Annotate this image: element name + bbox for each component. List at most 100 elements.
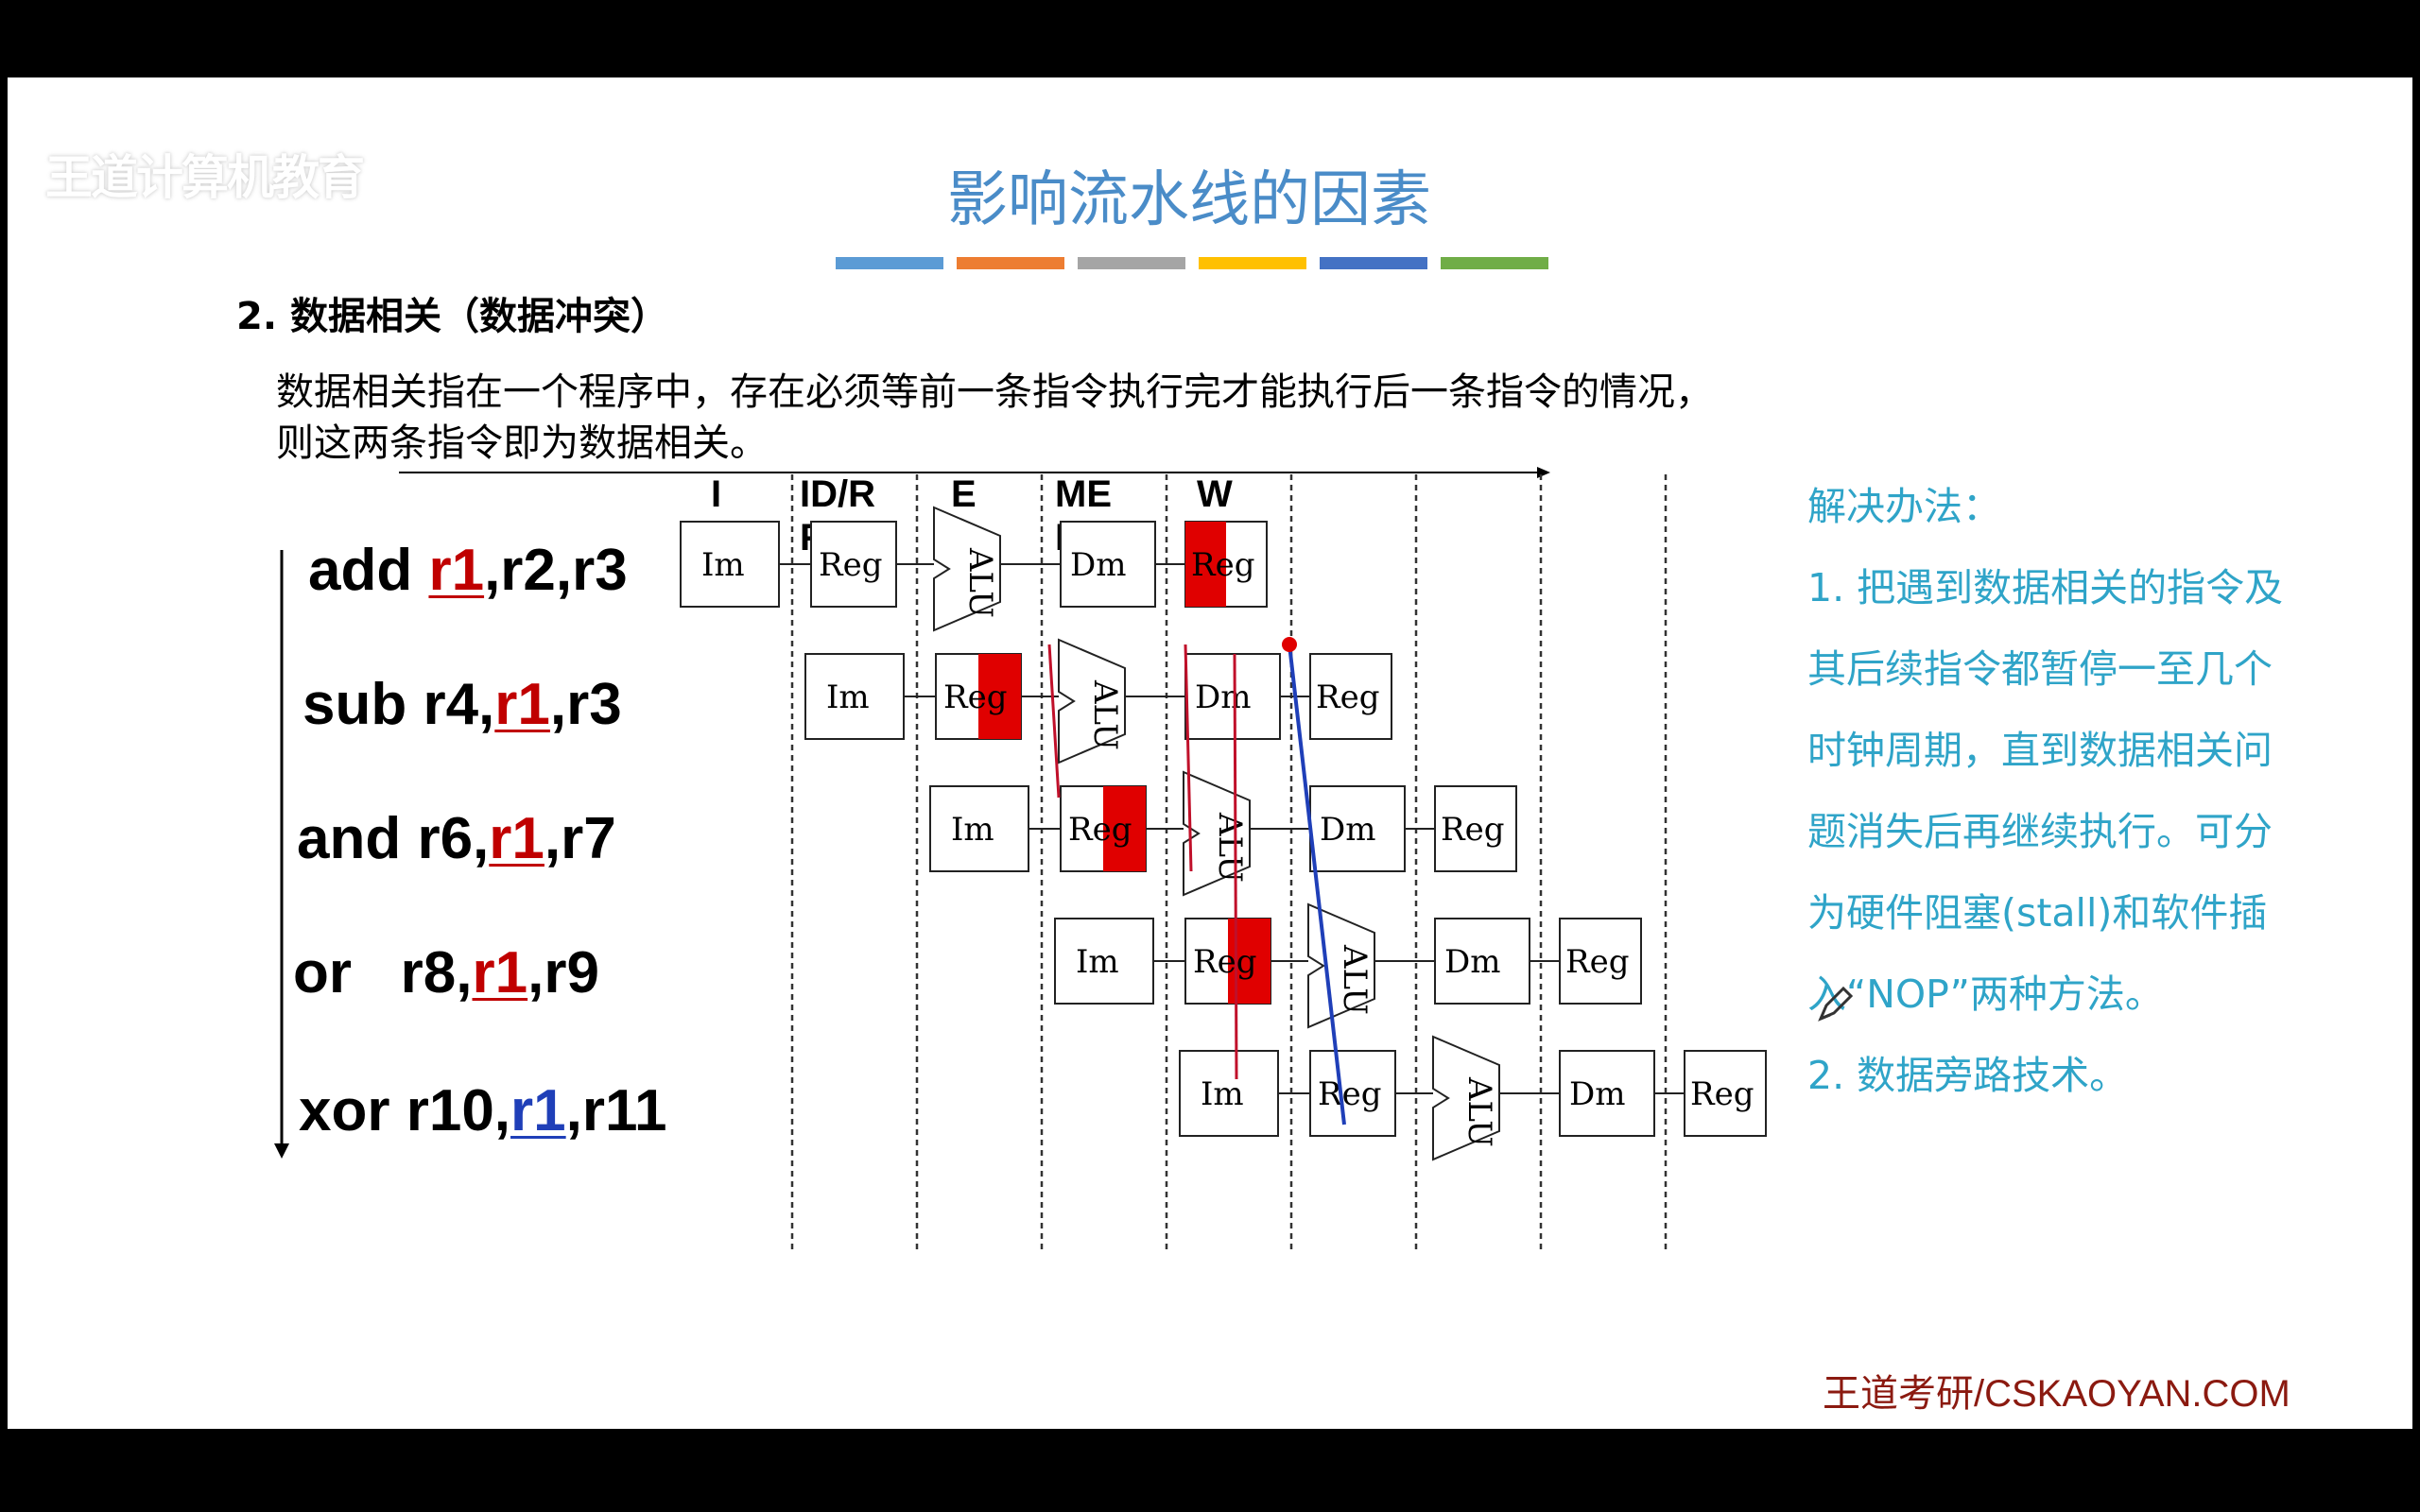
- reg-read-hazard-half: [1103, 786, 1146, 871]
- reg-write-box: [1559, 918, 1642, 1005]
- alu-unit: [933, 506, 1001, 632]
- alu-unit: [1058, 638, 1126, 765]
- title-stripe: [1078, 257, 1185, 269]
- instruction-op: add: [308, 538, 429, 603]
- dm-box: [1559, 1050, 1655, 1137]
- title-stripe: [1320, 257, 1427, 269]
- hazard-register: r1: [510, 1078, 566, 1143]
- instruction-operands: ,r9: [527, 940, 599, 1005]
- reg-label: Reg: [1193, 943, 1257, 981]
- reg-read-box: [810, 521, 897, 608]
- reg-write-hazard-half: [1185, 522, 1226, 607]
- reg-label: Reg: [819, 546, 883, 584]
- section-heading: 2. 数据相关（数据冲突）: [236, 295, 668, 338]
- reg-label: Reg: [1565, 943, 1630, 981]
- title-stripe: [836, 257, 943, 269]
- instruction-axis-arrowhead: [274, 1143, 289, 1159]
- title-stripe: [1441, 257, 1548, 269]
- instruction-op: xor r10,: [299, 1078, 511, 1143]
- im-label: Im: [701, 546, 745, 584]
- hazard-register: r1: [489, 806, 544, 871]
- reg-label: Reg: [1191, 546, 1255, 584]
- hazard-line: [1047, 644, 1061, 799]
- alu-label: ALU: [961, 547, 999, 618]
- im-box: [804, 653, 905, 740]
- hazard-register: r1: [494, 672, 550, 737]
- im-box: [1179, 1050, 1279, 1137]
- title-stripe: [957, 257, 1064, 269]
- dm-label: Dm: [1195, 679, 1252, 716]
- stage-header: W: [1197, 473, 1233, 515]
- solution-line-5: 为硬件阻塞(stall)和软件插: [1807, 890, 2268, 936]
- dm-label: Dm: [1320, 811, 1376, 849]
- alu-unit: [1183, 770, 1251, 897]
- reg-label: Reg: [1318, 1075, 1382, 1113]
- alu-label: ALU: [1086, 679, 1124, 750]
- im-label: Im: [951, 811, 994, 849]
- instruction-sub: sub r4,r1,r3: [302, 671, 622, 738]
- stage-header: E: [951, 473, 977, 515]
- reg-label: Reg: [1068, 811, 1132, 849]
- im-label: Im: [1201, 1075, 1244, 1113]
- instruction-op: and r6,: [297, 806, 490, 871]
- solution-line-3: 时钟周期，直到数据相关问: [1807, 728, 2273, 773]
- slide: 王道计算机教育 影响流水线的因素 2. 数据相关（数据冲突） 数据相关指在一个程…: [8, 77, 2412, 1429]
- instruction-operands: ,r11: [565, 1078, 667, 1143]
- paragraph-line-1: 数据相关指在一个程序中，存在必须等前一条指令执行完才能执行后一条指令的情况，: [276, 370, 1713, 414]
- solution-line-7: 2. 数据旁路技术。: [1807, 1053, 2129, 1098]
- im-box: [929, 785, 1029, 872]
- reg-read-box: [1309, 1050, 1396, 1137]
- alu-label: ALU: [1211, 812, 1249, 883]
- im-box: [1054, 918, 1154, 1005]
- stage-header: ME: [1055, 473, 1112, 515]
- alu-unit: [1307, 902, 1375, 1029]
- stage-header: ID/R: [800, 473, 875, 515]
- dm-box: [1434, 918, 1530, 1005]
- pipeline-diagram: IFID/RFEXMEMWBImRegALUDmRegImRegALUDmReg…: [274, 467, 1767, 1249]
- alu-unit: [1432, 1035, 1500, 1161]
- bypass-line: [1288, 644, 1346, 1125]
- instruction-op: sub r4,: [302, 672, 495, 737]
- writeback-dot: [1282, 637, 1297, 652]
- hazard-register: r1: [472, 940, 528, 1005]
- watermark: 王道计算机教育: [45, 150, 365, 205]
- reg-write-box: [1309, 653, 1392, 740]
- dm-label: Dm: [1070, 546, 1127, 584]
- time-axis-arrowhead: [1537, 467, 1550, 478]
- solution-line-6: 入“NOP”两种方法。: [1807, 971, 2164, 1017]
- solution-heading: 解决办法：: [1807, 484, 2001, 529]
- reg-label: Reg: [943, 679, 1008, 716]
- dm-label: Dm: [1569, 1075, 1626, 1113]
- alu-label: ALU: [1336, 944, 1374, 1015]
- solution-line-4: 题消失后再继续执行。可分: [1807, 809, 2273, 854]
- reg-write-box: [1684, 1050, 1767, 1137]
- instruction-xor: xor r10,r1,r11: [299, 1077, 667, 1144]
- solution-line-1: 1. 把遇到数据相关的指令及: [1807, 565, 2284, 610]
- title-stripe: [1199, 257, 1306, 269]
- pen-cursor-icon: [1818, 986, 1854, 1022]
- reg-label: Reg: [1441, 811, 1505, 849]
- hazard-line: [1184, 644, 1193, 872]
- stage-header: I: [711, 473, 721, 515]
- footer-credit: 王道考研/CSKAOYAN.COM: [1823, 1373, 2290, 1415]
- im-label: Im: [826, 679, 870, 716]
- reg-read-hazard-half: [978, 654, 1021, 739]
- solution-line-2: 其后续指令都暂停一至几个: [1807, 646, 2273, 692]
- instruction-and: and r6,r1,r7: [297, 805, 616, 872]
- dm-label: Dm: [1444, 943, 1501, 981]
- dm-box: [1060, 521, 1156, 608]
- instruction-operands: ,r2,r3: [484, 538, 628, 603]
- instruction-op: or r8,: [293, 940, 473, 1005]
- reg-write-box: [1434, 785, 1517, 872]
- instruction-operands: ,r3: [549, 672, 622, 737]
- instruction-operands: ,r7: [544, 806, 616, 871]
- dm-box: [1184, 653, 1281, 740]
- instruction-add: add r1,r2,r3: [308, 537, 628, 604]
- im-box: [680, 521, 780, 608]
- reg-label: Reg: [1316, 679, 1380, 716]
- instruction-or: or r8,r1,r9: [293, 939, 599, 1006]
- reg-label: Reg: [1690, 1075, 1754, 1113]
- hazard-line: [1233, 653, 1238, 1080]
- paragraph-line-2: 则这两条指令即为数据相关。: [276, 421, 768, 465]
- im-label: Im: [1076, 943, 1119, 981]
